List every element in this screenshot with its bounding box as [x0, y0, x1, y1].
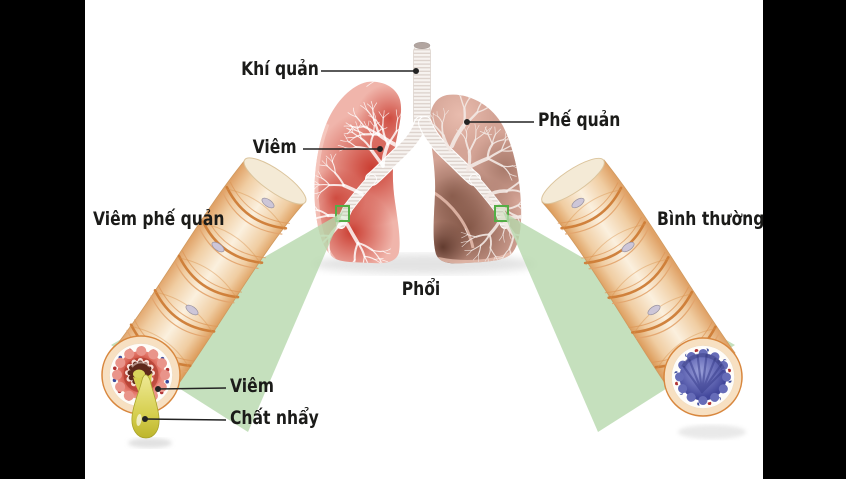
inflammation-lower-leader-line [157, 387, 227, 390]
normal-cross-section [663, 337, 743, 417]
mucus-in-airway [133, 369, 145, 379]
label-inflammation-lower: Viêm [230, 375, 274, 397]
right-tube-end-cap [541, 157, 605, 205]
mucus-leader-dot [142, 416, 148, 422]
label-bronchus: Phế quản [538, 109, 621, 131]
airway-fold-streaks [682, 353, 725, 394]
trachea-leader-dot [413, 68, 419, 74]
inflamed-cross-section [101, 335, 181, 439]
label-bronchitis: Viêm phế quản [93, 208, 225, 230]
label-lungs: Phổi [401, 278, 441, 300]
leader-lines [142, 68, 534, 422]
left-black-bar [0, 0, 85, 479]
zoom-region-right [494, 205, 509, 222]
label-mucus: Chất nhẩy [230, 407, 319, 429]
inflammation-lower-leader-dot [155, 386, 161, 392]
right-black-bar [763, 0, 846, 479]
mucus-leader-line [144, 418, 227, 421]
bronchitis-tube [111, 157, 307, 394]
bronchus-leader-dot [464, 119, 470, 125]
trachea-top-cap [413, 42, 431, 49]
label-inflammation-upper: Viêm [253, 136, 297, 158]
left-tube-shadow [128, 438, 172, 448]
label-normal: Bình thường [657, 208, 765, 230]
label-trachea: Khí quản [241, 58, 319, 80]
left-tube-end-cap [243, 157, 307, 205]
inflammation-upper-leader-dot [377, 146, 383, 152]
right-tube-shadow [678, 425, 746, 439]
